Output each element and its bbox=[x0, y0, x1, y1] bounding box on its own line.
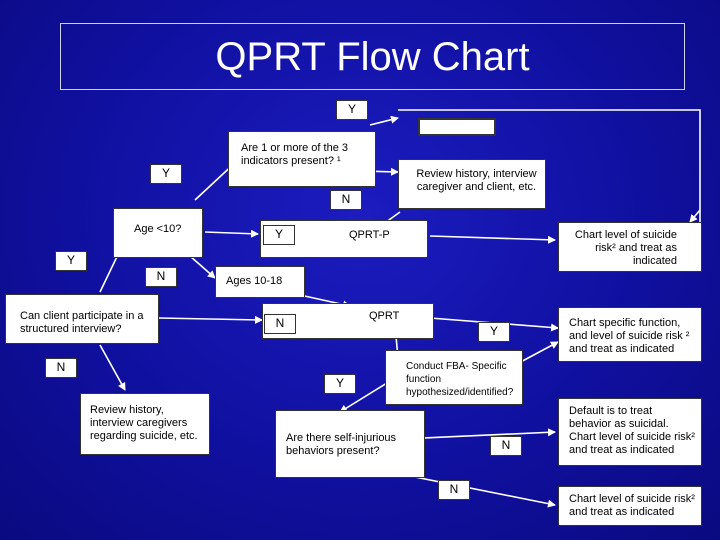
label-n-qprt: N bbox=[264, 314, 296, 334]
arrow-indicators-y bbox=[369, 115, 399, 126]
page-title: QPRT Flow Chart bbox=[215, 35, 530, 79]
arrow-age-to-qprtp bbox=[204, 229, 259, 238]
label-y-qprtp: Y bbox=[263, 225, 295, 245]
arrow-participate-to-qprt bbox=[157, 315, 263, 324]
age-question-box: Age <10? bbox=[113, 208, 203, 258]
small-top-box bbox=[418, 118, 496, 136]
self-injurious-question-box: Are there self-injurious behaviors prese… bbox=[275, 410, 425, 478]
arrow-top-loop-head bbox=[689, 209, 701, 223]
review-client-box: Review history, interview caregiver and … bbox=[398, 159, 546, 209]
label-n-selfinj: N bbox=[438, 480, 470, 500]
title-frame bbox=[60, 23, 685, 90]
label-y-fba: Y bbox=[324, 374, 356, 394]
arrow-top-loop bbox=[398, 109, 701, 222]
participate-question-box: Can client participate in a structured i… bbox=[5, 294, 159, 344]
label-y-left: Y bbox=[55, 251, 87, 271]
arrow-qprtp-to-chart bbox=[429, 235, 556, 244]
label-y-qprt: Y bbox=[478, 322, 510, 342]
label-n-indicators: N bbox=[330, 190, 362, 210]
review-caregivers-box: Review history, interview caregivers reg… bbox=[80, 393, 210, 455]
arrow-participate-to-review bbox=[99, 344, 126, 391]
indicators-question-box: Are 1 or more of the 3 indicators presen… bbox=[228, 131, 376, 187]
chart-level-box-1: Chart level of suicide risk² and treat a… bbox=[558, 222, 702, 272]
label-n-fba: N bbox=[490, 436, 522, 456]
label-y-indicators: Y bbox=[150, 164, 182, 184]
chart-specific-box: Chart specific function, and level of su… bbox=[558, 307, 702, 362]
label-y-top: Y bbox=[336, 100, 368, 120]
label-n-age: N bbox=[145, 267, 177, 287]
fba-box: Conduct FBA- Specific function hypothesi… bbox=[385, 350, 523, 405]
ages-10-18-box: Ages 10-18 bbox=[215, 266, 305, 298]
arrow-age-to-ages1018 bbox=[189, 255, 216, 279]
chart-level-box-2: Chart level of suicide risk² and treat a… bbox=[558, 486, 702, 526]
label-n-participate: N bbox=[45, 358, 77, 378]
default-treat-box: Default is to treat behavior as suicidal… bbox=[558, 398, 702, 466]
